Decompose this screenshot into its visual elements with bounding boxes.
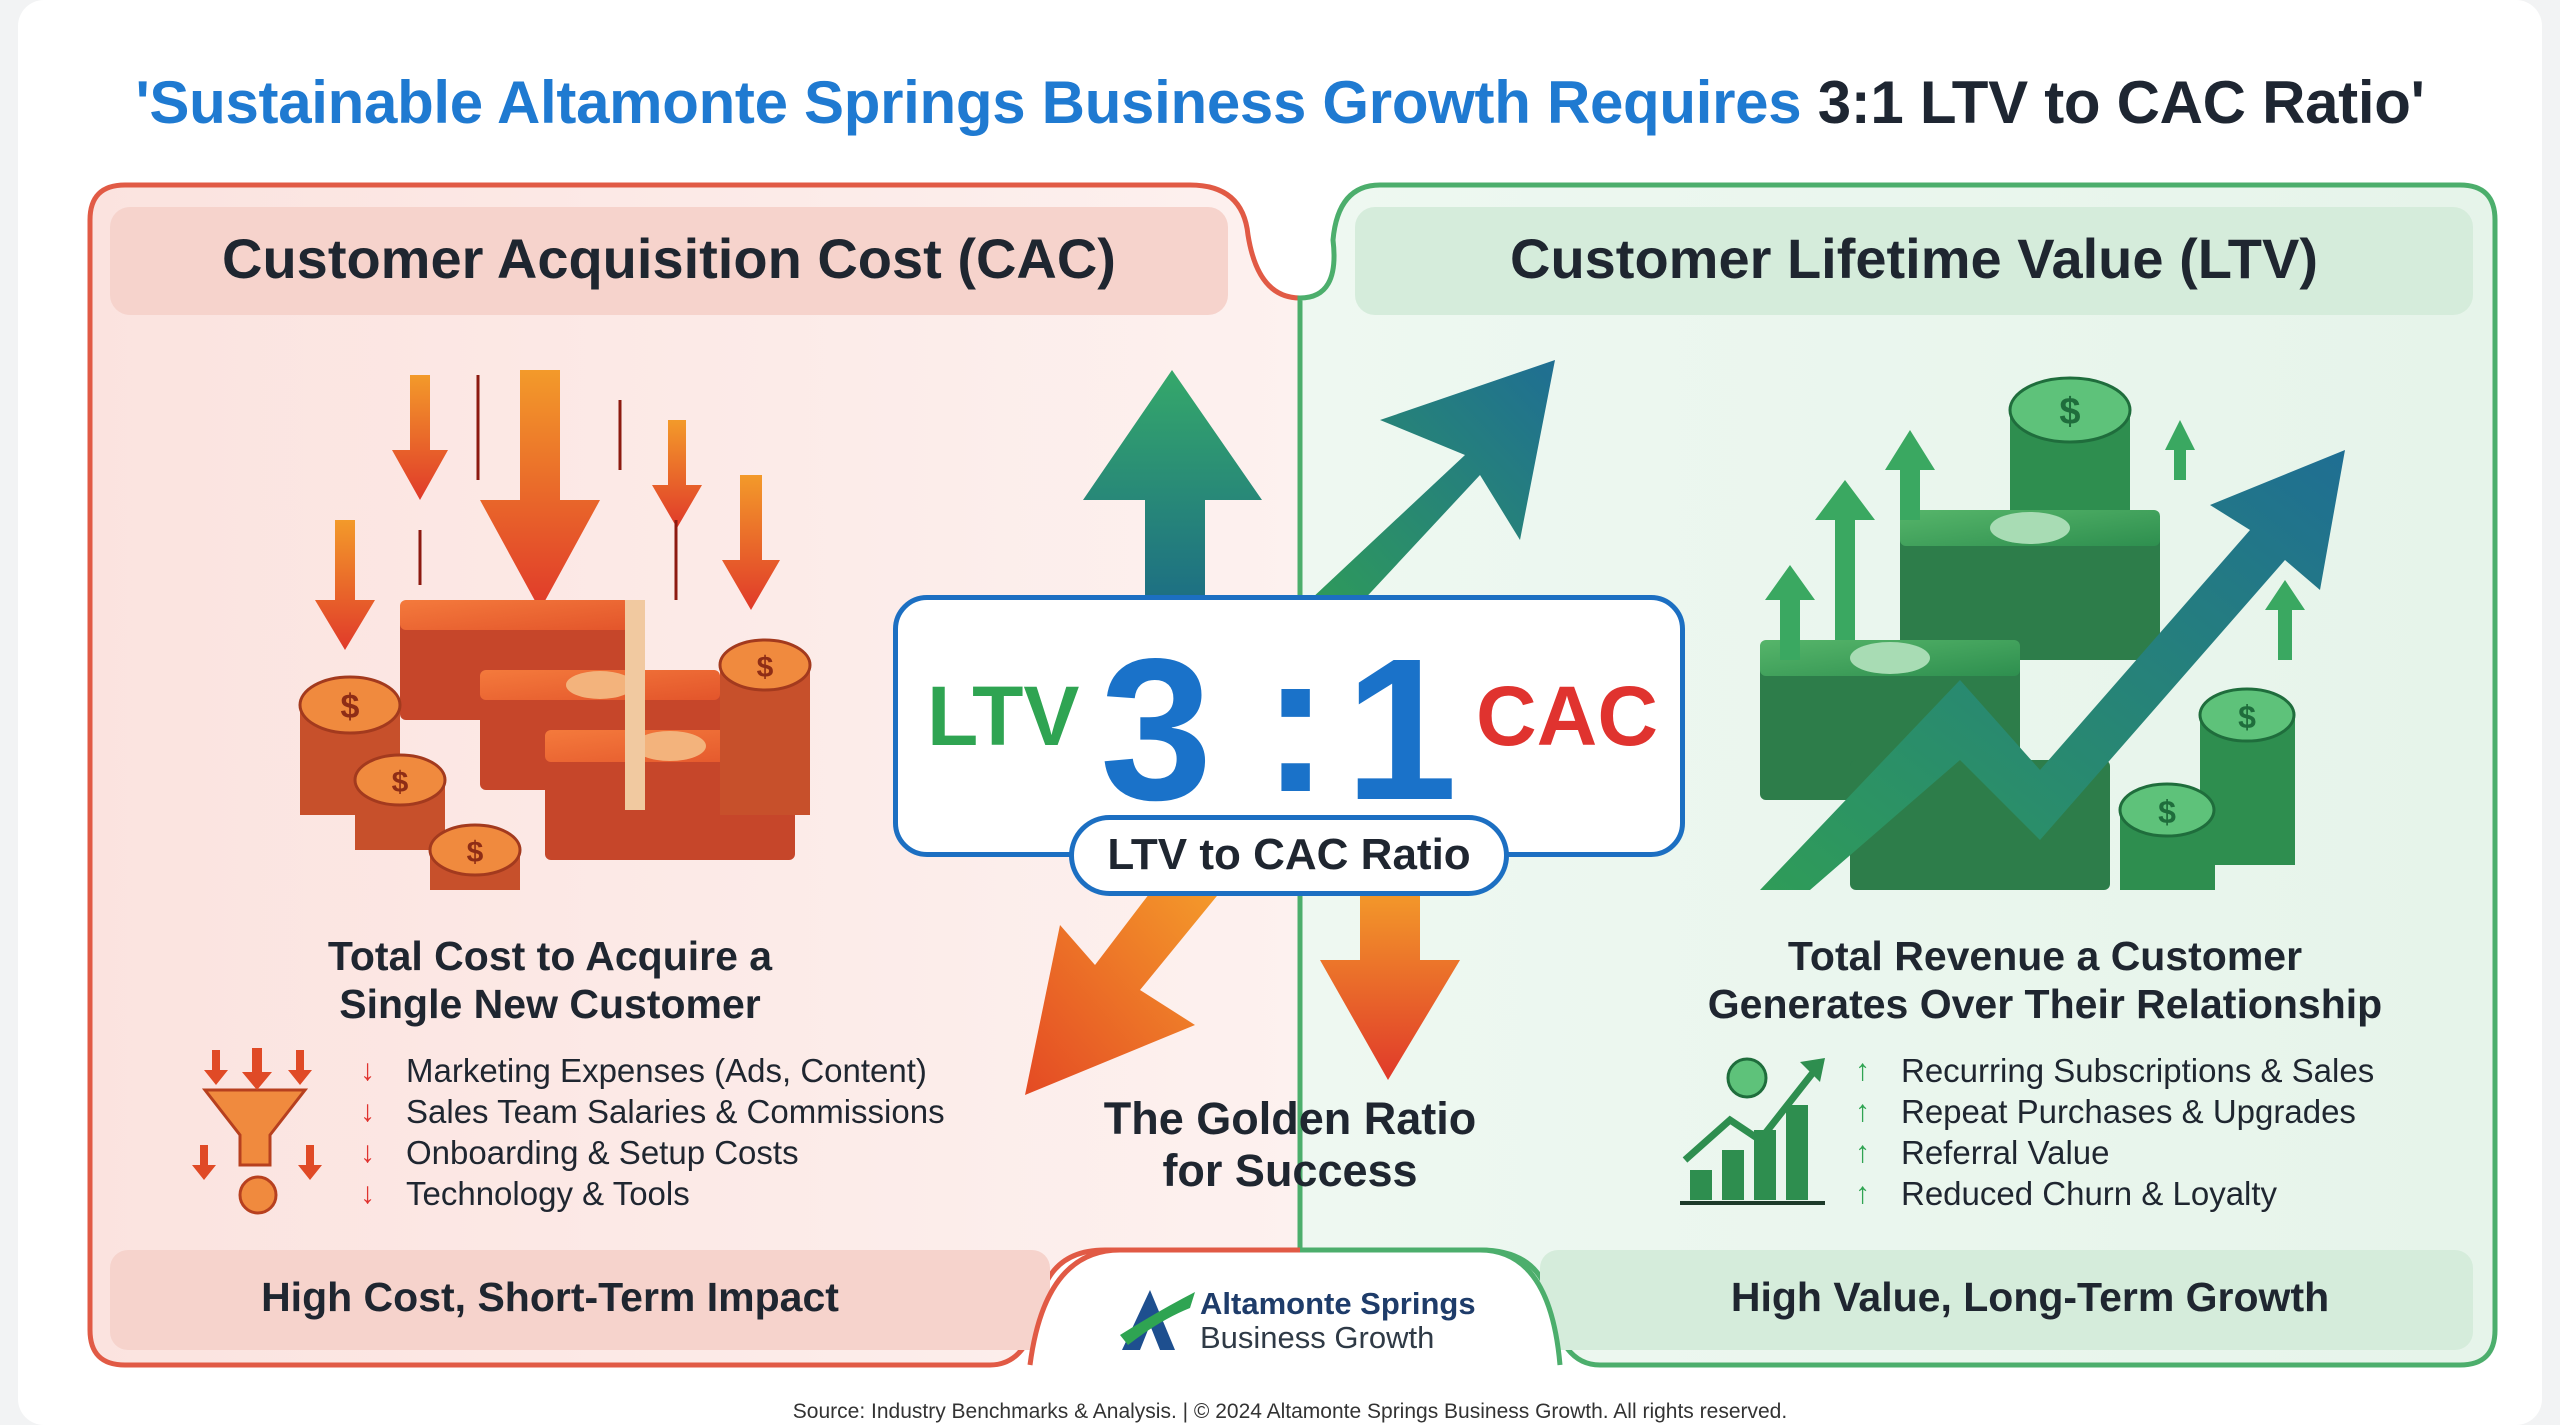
ltv-value-list: ↑Recurring Subscriptions & Sales ↑Repeat… bbox=[1855, 1050, 2374, 1214]
ltv-heading: Customer Lifetime Value (LTV) bbox=[1510, 227, 2318, 290]
up-arrow-icon: ↑ bbox=[1855, 1054, 1870, 1087]
ratio-left-number: 3 bbox=[1100, 616, 1213, 842]
down-arrow-icon: ↓ bbox=[360, 1136, 375, 1169]
cac-subtitle: Total Cost to Acquire a Single New Custo… bbox=[200, 932, 900, 1028]
cac-cost-list: ↓Marketing Expenses (Ads, Content) ↓Sale… bbox=[360, 1050, 945, 1214]
up-arrow-icon: ↑ bbox=[1855, 1095, 1870, 1128]
funnel-icon bbox=[192, 1048, 322, 1215]
ratio-caption: LTV to CAC Ratio bbox=[1069, 815, 1509, 896]
title-blue-part: 'Sustainable Altamonte Springs Business … bbox=[135, 69, 1818, 136]
ltv-footer: High Value, Long-Term Growth bbox=[1730, 1274, 2330, 1320]
cac-footer: High Cost, Short-Term Impact bbox=[261, 1274, 839, 1320]
coin-symbol: $ bbox=[757, 651, 774, 684]
ratio-ltv-label: LTV bbox=[927, 669, 1080, 763]
cac-subtitle-line1: Total Cost to Acquire a bbox=[327, 933, 773, 979]
up-arrow-icon: ↑ bbox=[1855, 1177, 1870, 1210]
brand-name-line1: Altamonte Springs bbox=[1200, 1286, 1476, 1321]
down-arrow-icon: ↓ bbox=[360, 1095, 375, 1128]
list-item: ↓Sales Team Salaries & Commissions bbox=[360, 1093, 945, 1130]
list-item: ↑Repeat Purchases & Upgrades bbox=[1855, 1093, 2356, 1130]
list-item: ↑Recurring Subscriptions & Sales bbox=[1855, 1052, 2375, 1089]
ltv-subtitle: Total Revenue a Customer Generates Over … bbox=[1650, 932, 2440, 1028]
list-item: ↓Onboarding & Setup Costs bbox=[360, 1134, 799, 1171]
cac-subtitle-line2: Single New Customer bbox=[339, 981, 761, 1027]
ltv-money-illustration: $ $ $ bbox=[1760, 376, 2345, 890]
ltv-header-band bbox=[1355, 207, 2473, 315]
down-arrow-icon: ↓ bbox=[360, 1054, 375, 1087]
list-item: ↓Technology & Tools bbox=[360, 1175, 690, 1212]
ratio-cac-label: CAC bbox=[1476, 669, 1658, 763]
down-arrow-icon: ↓ bbox=[360, 1177, 375, 1210]
coin-symbol: $ bbox=[2238, 699, 2256, 735]
source-credit: Source: Industry Benchmarks & Analysis. … bbox=[792, 1400, 1788, 1423]
brand-logo-icon bbox=[1120, 1290, 1195, 1350]
coin-symbol: $ bbox=[2059, 391, 2080, 433]
list-item: ↓Marketing Expenses (Ads, Content) bbox=[360, 1052, 927, 1089]
ltv-subtitle-line1: Total Revenue a Customer bbox=[1787, 933, 2303, 979]
golden-ratio-tagline: The Golden Ratio for Success bbox=[1040, 1093, 1540, 1197]
center-arrows bbox=[1025, 360, 1555, 1095]
cac-heading: Customer Acquisition Cost (CAC) bbox=[222, 227, 1116, 290]
coin-symbol: $ bbox=[467, 836, 484, 869]
ratio-right-number: 1 bbox=[1345, 616, 1458, 842]
page-title: 'Sustainable Altamonte Springs Business … bbox=[0, 68, 2560, 137]
coin-symbol: $ bbox=[341, 688, 360, 726]
cac-money-illustration: $ $ $ $ bbox=[298, 370, 812, 890]
brand-name-line2: Business Growth bbox=[1200, 1320, 1435, 1355]
ratio-separator: : bbox=[1262, 608, 1330, 834]
list-item: ↑Reduced Churn & Loyalty bbox=[1855, 1175, 2278, 1212]
title-dark-part: 3:1 LTV to CAC Ratio' bbox=[1817, 69, 2425, 136]
list-item: ↑Referral Value bbox=[1855, 1134, 2110, 1171]
growth-chart-icon bbox=[1680, 1057, 1825, 1205]
tagline-line2: for Success bbox=[1162, 1145, 1418, 1196]
tagline-line1: The Golden Ratio bbox=[1103, 1093, 1477, 1144]
ltv-subtitle-line2: Generates Over Their Relationship bbox=[1707, 981, 2383, 1027]
coin-symbol: $ bbox=[2158, 794, 2176, 830]
cac-header-band bbox=[110, 207, 1228, 315]
coin-symbol: $ bbox=[392, 766, 409, 799]
up-arrow-icon: ↑ bbox=[1855, 1136, 1870, 1169]
